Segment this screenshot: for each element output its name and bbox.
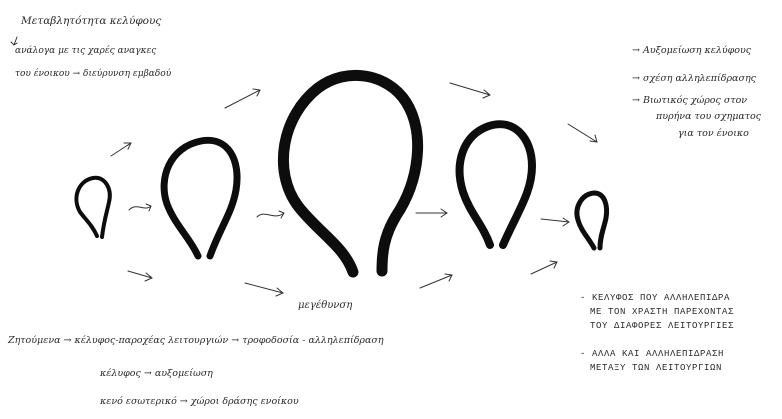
arrow-icon bbox=[541, 218, 569, 226]
caps-note-2b: ΜΕΤΑΞΥ ΤΩΝ ΛΕΙΤΟΥΡΓΙΩΝ bbox=[590, 362, 722, 374]
arrow-icon bbox=[450, 83, 490, 98]
arrow-icon bbox=[531, 261, 557, 274]
bottom-note-2: κέλυφος → αυξομείωση bbox=[100, 369, 213, 380]
title-note: Μεταβλητότητα κελύφους bbox=[21, 15, 161, 27]
top-note-line1: ανάλογα με τις χαρές αναγκες bbox=[15, 46, 156, 56]
arrow-icon bbox=[128, 271, 152, 281]
caps-note-1c: ΤΟΥ ΔΙΑΦΟΡΕΣ ΛΕΙΤΟΥΡΓΙΕΣ bbox=[590, 320, 734, 332]
right-note-3c: για τον ένοικο bbox=[678, 129, 749, 140]
arrow-icon bbox=[416, 209, 447, 217]
loop-shape-5 bbox=[577, 193, 607, 248]
right-note-1: → Αυξομείωση κελύφους bbox=[632, 46, 751, 57]
caps-note-2a: - ΑΛΛΑ ΚΑΙ ΑΛΛΗΛΕΠΙΔΡΑΣΗ bbox=[580, 348, 724, 360]
arrow-icon bbox=[225, 89, 260, 108]
arrow-icon bbox=[245, 283, 283, 296]
right-note-3a: → Βιωτικός χώρος στον bbox=[632, 96, 747, 107]
center-label: μεγέθυνση bbox=[298, 300, 352, 312]
down-arrow-icon bbox=[11, 37, 17, 45]
loop-shape-3 bbox=[283, 75, 417, 272]
caps-note-1a: - ΚΕΛΥΦΟΣ ΠΟΥ ΑΛΛΗΛΕΠΙΔΡΑ bbox=[580, 292, 730, 304]
loop-shape-2 bbox=[164, 140, 237, 256]
bottom-note-1: Ζητούμενα → κέλυφος-παροχέας λειτουργιών… bbox=[8, 336, 384, 347]
arrow-icon bbox=[420, 274, 452, 288]
right-note-2: → σχέση αλληλεπίδρασης bbox=[632, 74, 756, 85]
loop-shape-1 bbox=[76, 178, 109, 237]
curved-arrow-icon bbox=[129, 204, 151, 211]
top-note-line2: του ένοικου → διεύρυνση εμβαδού bbox=[15, 69, 171, 79]
caps-note-1b: ΜΕ ΤΟΝ ΧΡΑΣΤΗ ΠΑΡΕΧΟΝΤΑΣ bbox=[590, 306, 734, 318]
arrow-icon bbox=[568, 124, 597, 142]
loop-shape-4 bbox=[460, 124, 532, 245]
bottom-note-3: κενό εσωτερικό → χώροι δράσης ενοίκου bbox=[100, 397, 299, 408]
arrow-icon bbox=[111, 143, 131, 156]
curved-arrow-icon bbox=[257, 211, 284, 218]
right-note-3b: πυρήνα του σχηματος bbox=[656, 112, 761, 123]
